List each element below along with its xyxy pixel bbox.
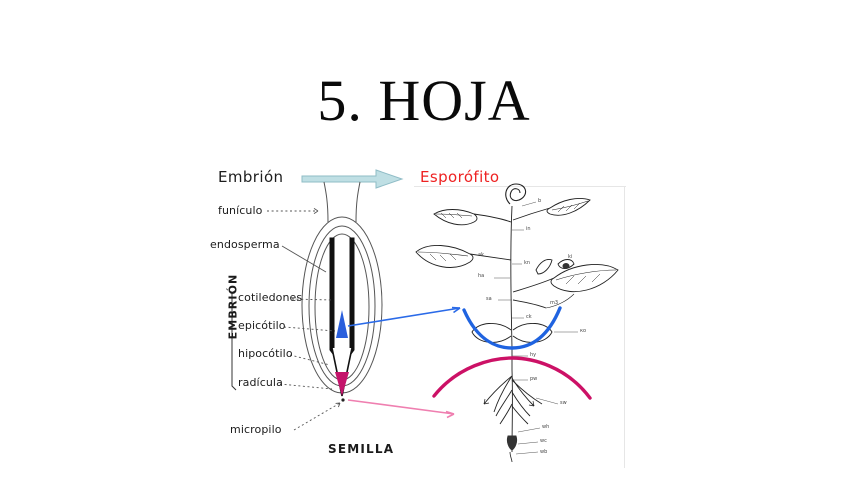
- plant-annotation: sw: [560, 400, 567, 406]
- plant-annotation: ha: [478, 273, 485, 279]
- plant-annotation: ki: [568, 254, 573, 260]
- plant-annotation: wc: [540, 438, 547, 444]
- sporophyte-drawing: [415, 183, 619, 463]
- plant-annotation: ck: [526, 314, 532, 320]
- right-block-arrow-icon: [301, 169, 404, 189]
- plant-annotation: wh: [542, 424, 550, 430]
- plant-annotation: ak: [478, 252, 484, 258]
- plant-annotation: kn: [524, 260, 531, 266]
- label-semilla: SEMILLA: [328, 442, 395, 456]
- seed-epicotyl-marker: [336, 310, 348, 338]
- label-hipocotilo: hipocótilo: [238, 347, 293, 360]
- embryo-sporophyte-figure: Embrión Esporófito: [206, 160, 626, 468]
- plant-annotation: sa: [486, 296, 492, 302]
- figure-drawing: [231, 169, 619, 463]
- label-micropilo: micropilo: [230, 423, 282, 436]
- connector-arrow-shoot: [347, 306, 461, 327]
- plant-annotation: m3: [550, 300, 559, 306]
- plant-annotation: ко: [580, 328, 587, 334]
- label-endosperma: endosperma: [210, 238, 280, 251]
- sporophyte-leader-ticks: [494, 201, 578, 455]
- label-embrion: Embrión: [218, 168, 284, 186]
- highlight-arcs: [432, 306, 592, 400]
- plant-annotation: in: [526, 226, 531, 232]
- label-funiculo: funículo: [218, 204, 263, 217]
- connector-arrow-root: [347, 399, 455, 419]
- label-cotiledones: cotiledones: [238, 291, 303, 304]
- embryo-bracket: [231, 289, 237, 391]
- label-epicotilo: epicótilo: [238, 319, 286, 332]
- page-title: 5. HOJA: [317, 68, 531, 133]
- label-radicula: radícula: [238, 376, 283, 389]
- plant-annotation: b: [538, 198, 542, 204]
- seed-leader-lines: [267, 208, 341, 431]
- seed-micropyle-point: [341, 398, 345, 402]
- label-embrion-bracket: EMBRIÓN: [226, 273, 240, 340]
- figure-frame-top: [414, 186, 626, 187]
- figure-frame-right: [624, 186, 625, 468]
- plant-annotation: pw: [530, 376, 538, 382]
- label-esporofito: Esporófito: [420, 168, 500, 186]
- plant-annotation: hy: [530, 352, 537, 358]
- seed-radicle-marker: [335, 372, 349, 396]
- plant-annotation: wb: [540, 449, 548, 455]
